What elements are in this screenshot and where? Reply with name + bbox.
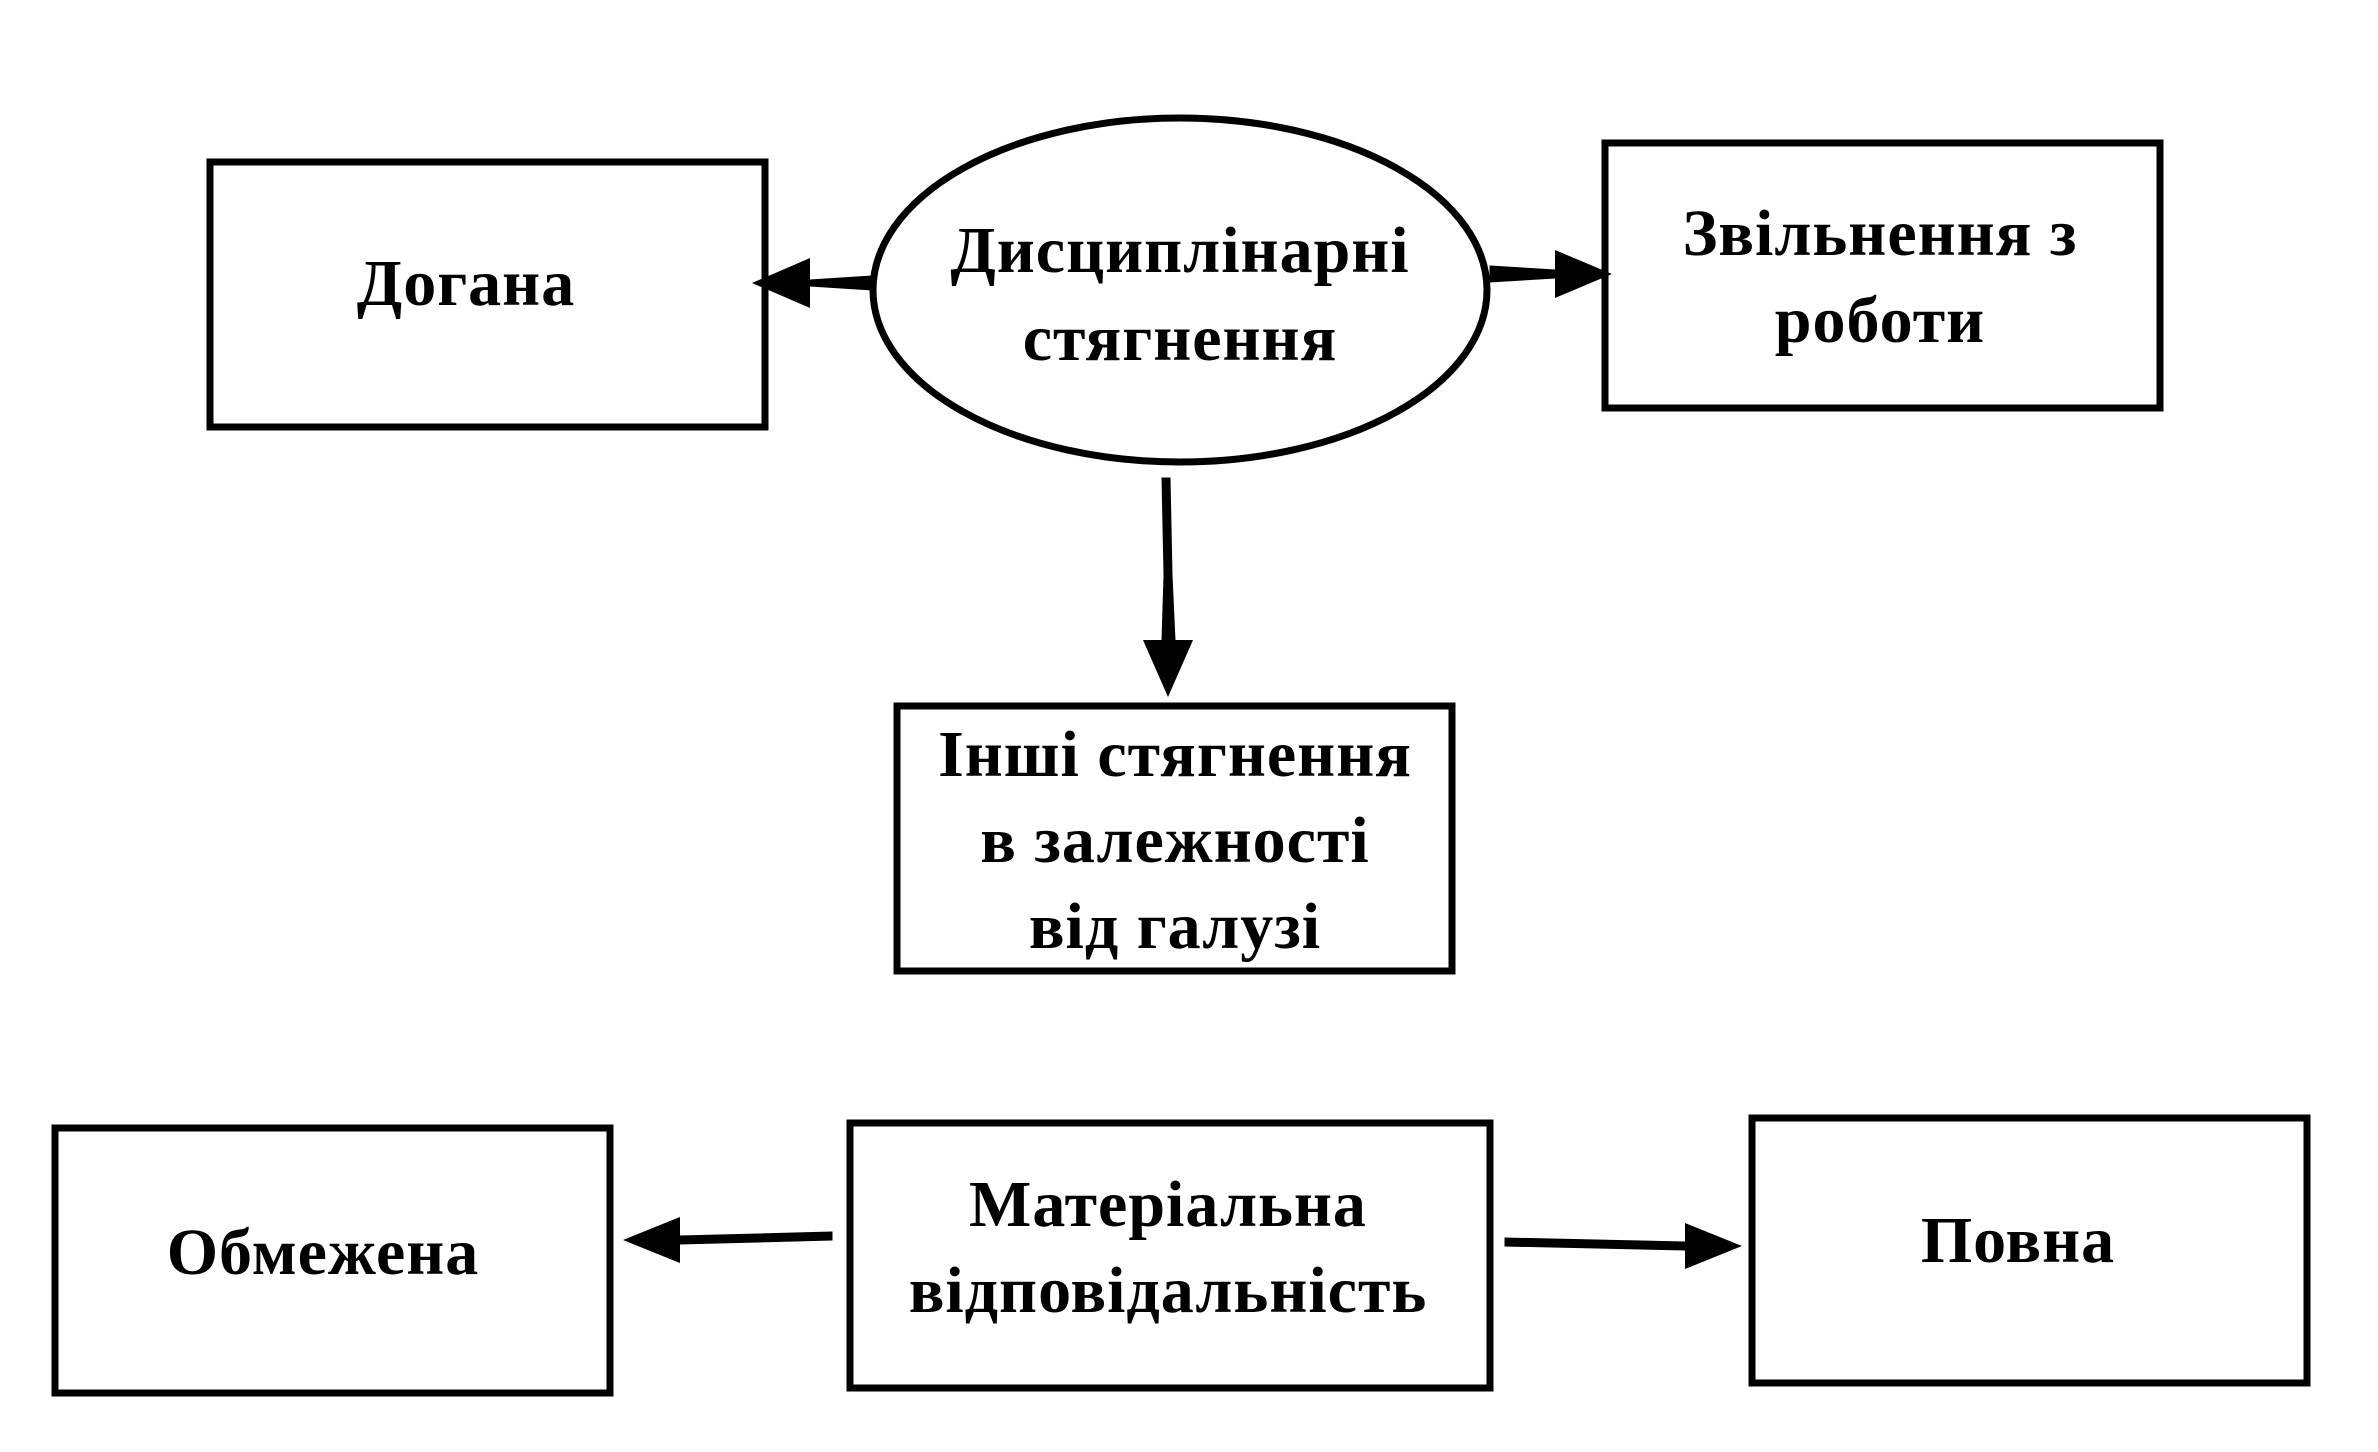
- material-liability-node: Матеріальна відповідальність: [846, 1119, 1494, 1392]
- limited-label: Обмежена: [167, 1216, 480, 1289]
- arrow-to-limited: [623, 1217, 833, 1263]
- other-sanctions-line3: від галузі: [1029, 890, 1321, 963]
- arrow-to-full: [1504, 1223, 1742, 1269]
- full-label: Повна: [1921, 1204, 2115, 1277]
- reprimand-label: Догана: [357, 247, 575, 320]
- dismissal-line2: роботи: [1775, 284, 1985, 357]
- other-sanctions-node: Інші стягнення в залежності від галузі: [893, 702, 1456, 975]
- material-liability-line2: відповідальність: [909, 1254, 1428, 1327]
- full-node: Повна: [1748, 1114, 2311, 1387]
- disciplinary-sanctions-line1: Дисциплінарні: [950, 214, 1409, 287]
- disciplinary-sanctions-node: Дисциплінарні стягнення: [869, 114, 1491, 466]
- dismissal-node: Звільнення з роботи: [1601, 139, 2164, 412]
- arrow-to-dismissal: [1489, 250, 1612, 298]
- other-sanctions-line2: в залежності: [980, 804, 1370, 877]
- material-liability-line1: Матеріальна: [969, 1168, 1367, 1241]
- disciplinary-sanctions-line2: стягнення: [1023, 302, 1338, 375]
- arrow-to-other-sanctions: [1143, 477, 1193, 697]
- limited-node: Обмежена: [51, 1124, 614, 1397]
- other-sanctions-line1: Інші стягнення: [938, 718, 1412, 791]
- reprimand-node: Догана: [206, 158, 769, 431]
- dismissal-line1: Звільнення з: [1683, 197, 2078, 270]
- arrow-to-reprimand: [752, 258, 873, 308]
